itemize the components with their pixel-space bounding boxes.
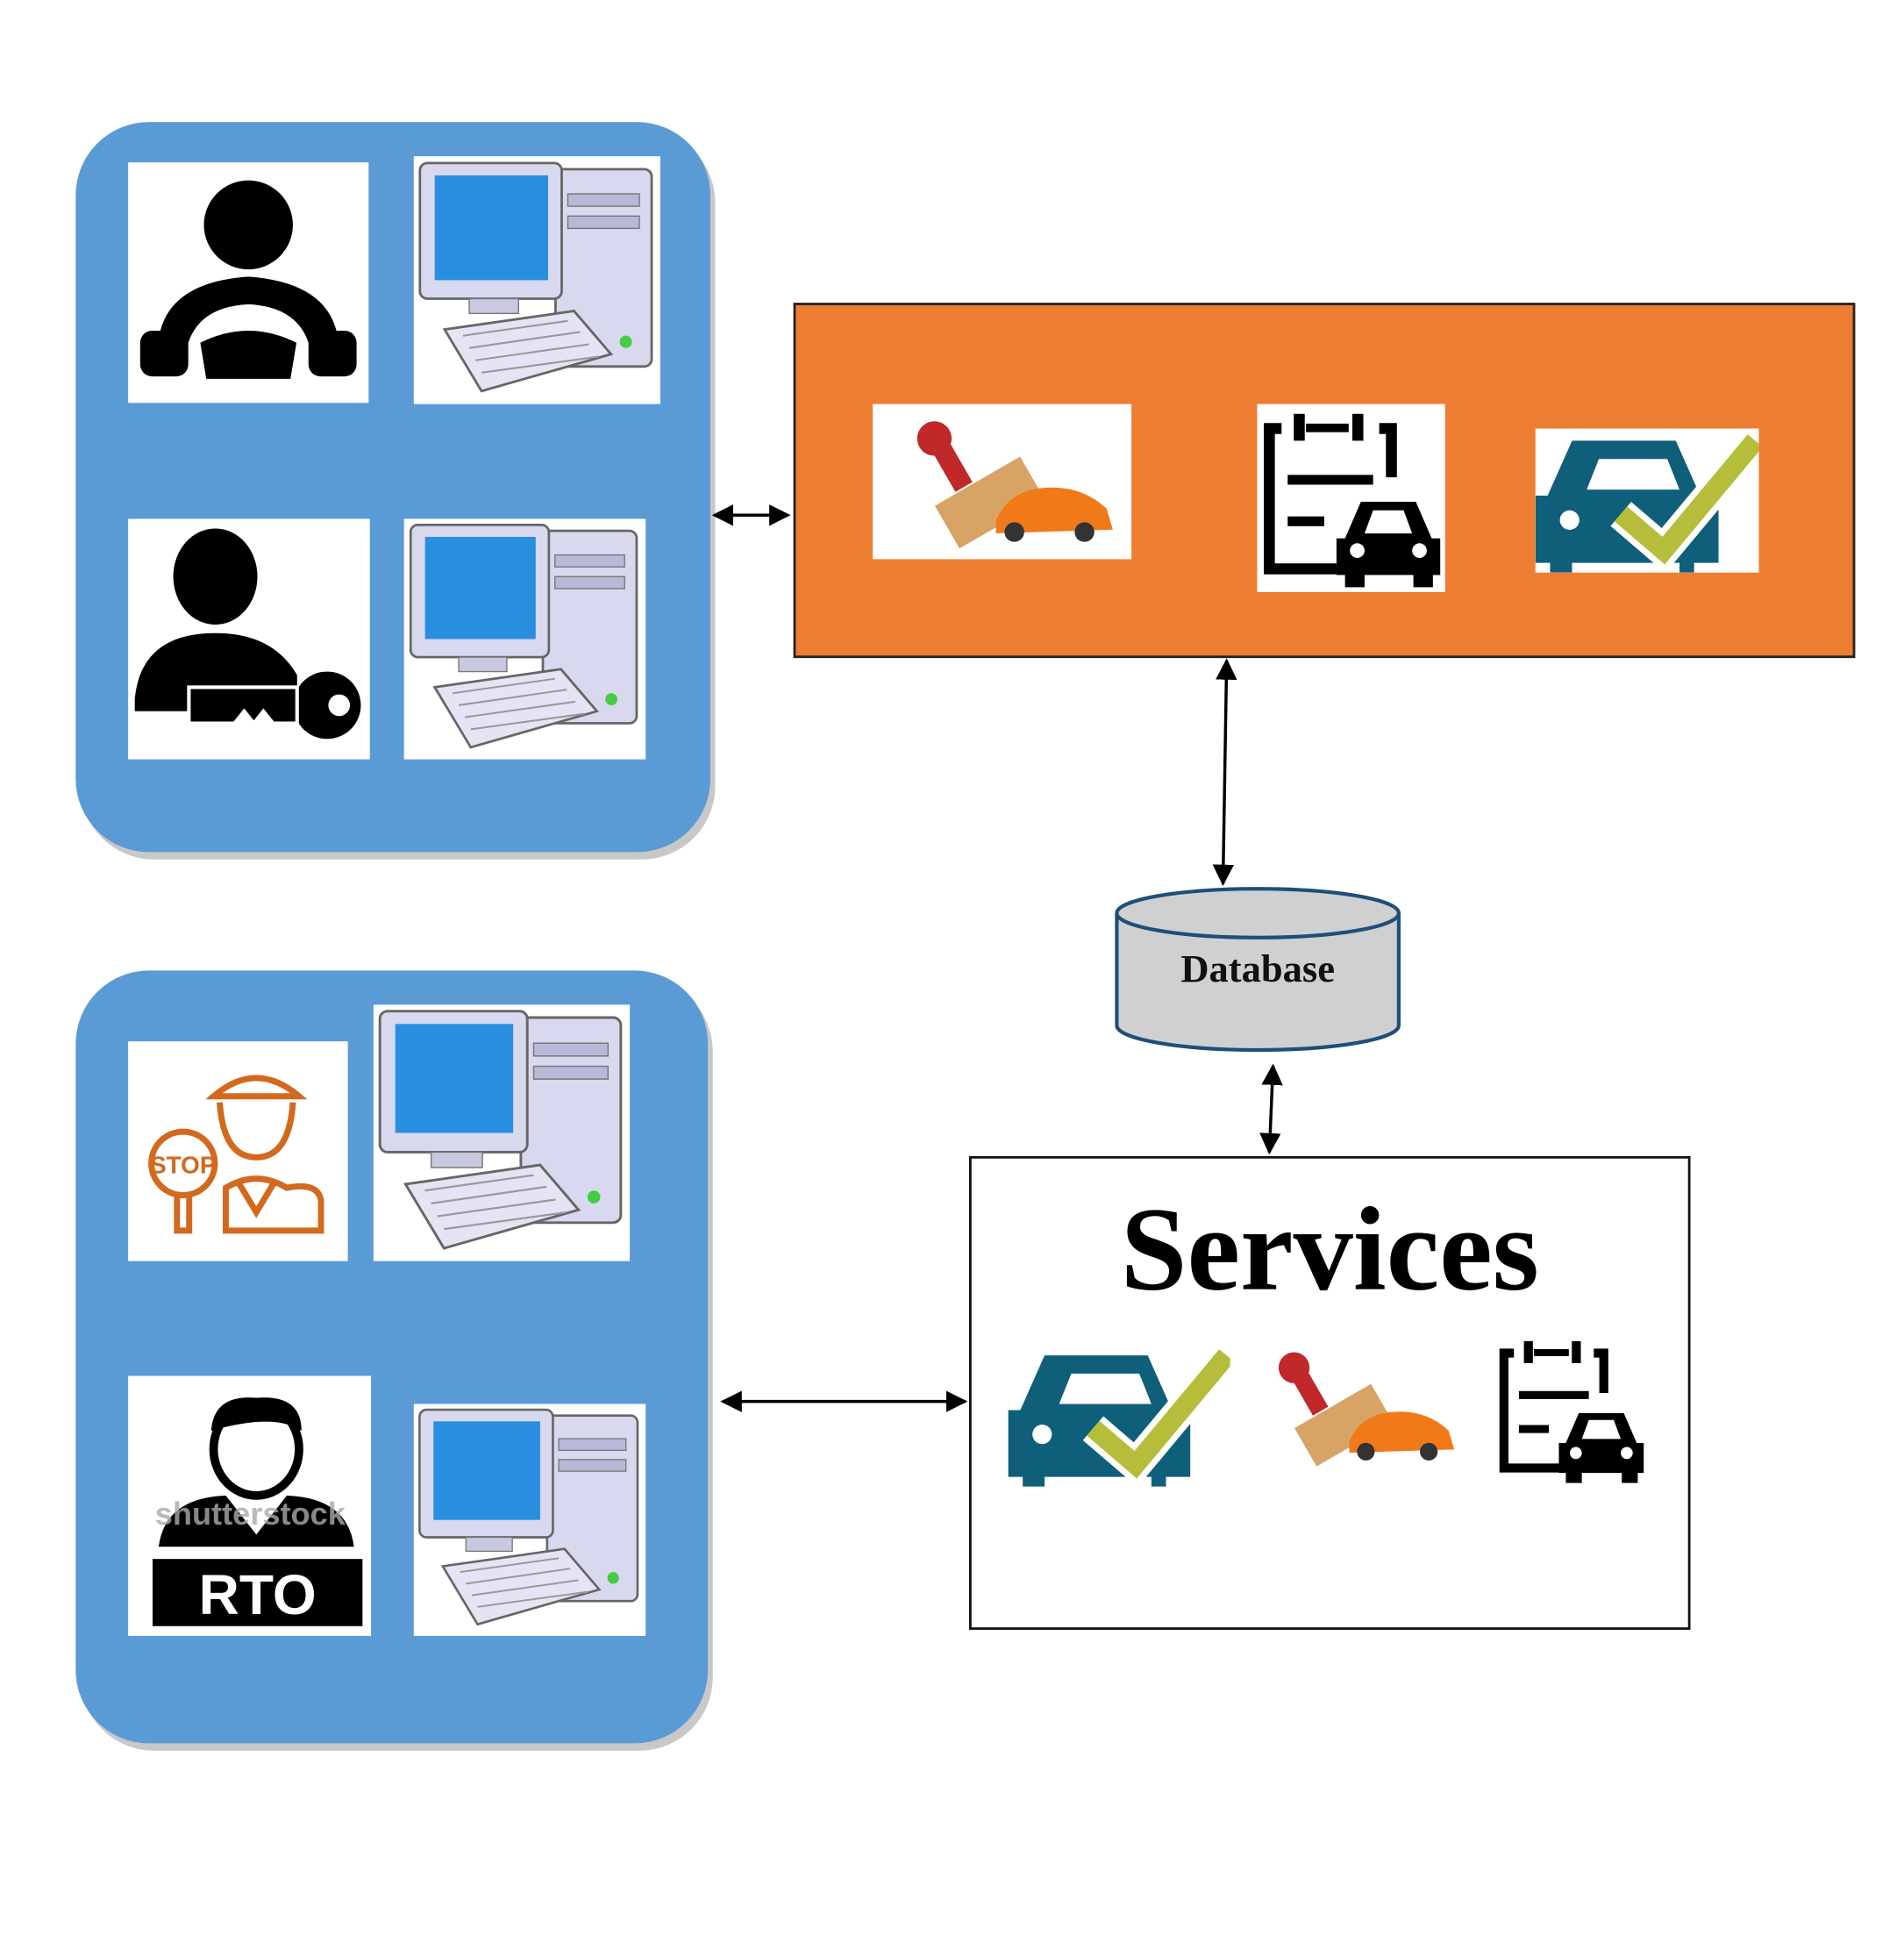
clipboard-car-icon <box>1494 1333 1647 1487</box>
rto-badge-text: RTO <box>199 1563 317 1626</box>
computer-icon <box>403 518 646 760</box>
stamp-car-icon <box>873 404 1132 560</box>
car-check-icon <box>1009 1343 1230 1487</box>
app-db-arrow <box>1212 658 1237 887</box>
watermark-text: shutterstock <box>155 1496 346 1532</box>
database-cylinder <box>1115 887 1401 1053</box>
db-services-arrow <box>1259 1063 1283 1155</box>
stamp-car-icon <box>1239 1337 1471 1476</box>
computer-icon <box>413 1404 646 1636</box>
computer-icon <box>373 1004 631 1261</box>
computer-icon <box>413 156 660 404</box>
car-check-icon <box>1535 428 1759 573</box>
admin-key-icon <box>128 518 370 760</box>
stop-sign-text: STOP <box>150 1151 216 1178</box>
driver-icon <box>128 162 369 404</box>
database-label: Database <box>1180 946 1335 990</box>
traffic-police-icon: STOP <box>128 1041 348 1261</box>
services-title: Services <box>1120 1183 1539 1317</box>
clipboard-car-icon <box>1257 404 1445 592</box>
rto-officer-icon: RTO shutterstock <box>128 1375 372 1636</box>
